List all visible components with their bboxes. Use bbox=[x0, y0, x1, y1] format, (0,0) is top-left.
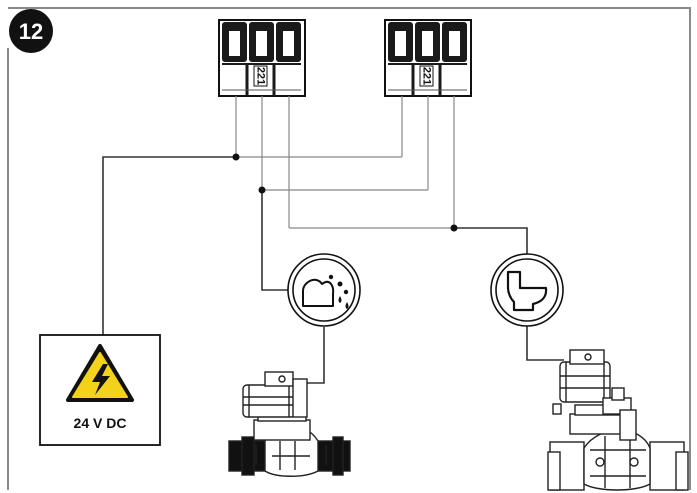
step-badge: 12 bbox=[9, 9, 53, 53]
toilet-icon bbox=[506, 270, 548, 312]
connector-left-label: 221 bbox=[255, 67, 267, 85]
wire-toilet-feed bbox=[454, 227, 528, 262]
wire-toilet-valve bbox=[526, 320, 564, 361]
step-badge-circle bbox=[9, 9, 53, 53]
power-supply: 24 V DC bbox=[39, 334, 161, 446]
solenoid-valve-toilet bbox=[547, 349, 689, 491]
connector-left: 221 bbox=[218, 19, 306, 97]
step-number: 12 bbox=[19, 19, 43, 44]
wire-irrigation-feed bbox=[261, 190, 290, 291]
junction-toilet bbox=[450, 224, 458, 232]
high-voltage-warning-icon bbox=[66, 344, 134, 402]
irrigation-symbol bbox=[287, 253, 361, 327]
junction-irrigation bbox=[258, 186, 266, 194]
connector-right: 221 bbox=[384, 19, 472, 97]
frame-border bbox=[7, 7, 691, 490]
sprinkler-droplets-icon bbox=[302, 274, 349, 309]
solenoid-valve-irrigation bbox=[228, 371, 351, 477]
junction-common bbox=[232, 153, 240, 161]
toilet-symbol bbox=[490, 253, 564, 327]
wire-irrigation-valve bbox=[294, 327, 325, 384]
wire-power-common bbox=[102, 156, 236, 335]
connector-right-label: 221 bbox=[421, 67, 433, 85]
wires bbox=[102, 96, 564, 384]
power-supply-label: 24 V DC bbox=[74, 415, 127, 431]
